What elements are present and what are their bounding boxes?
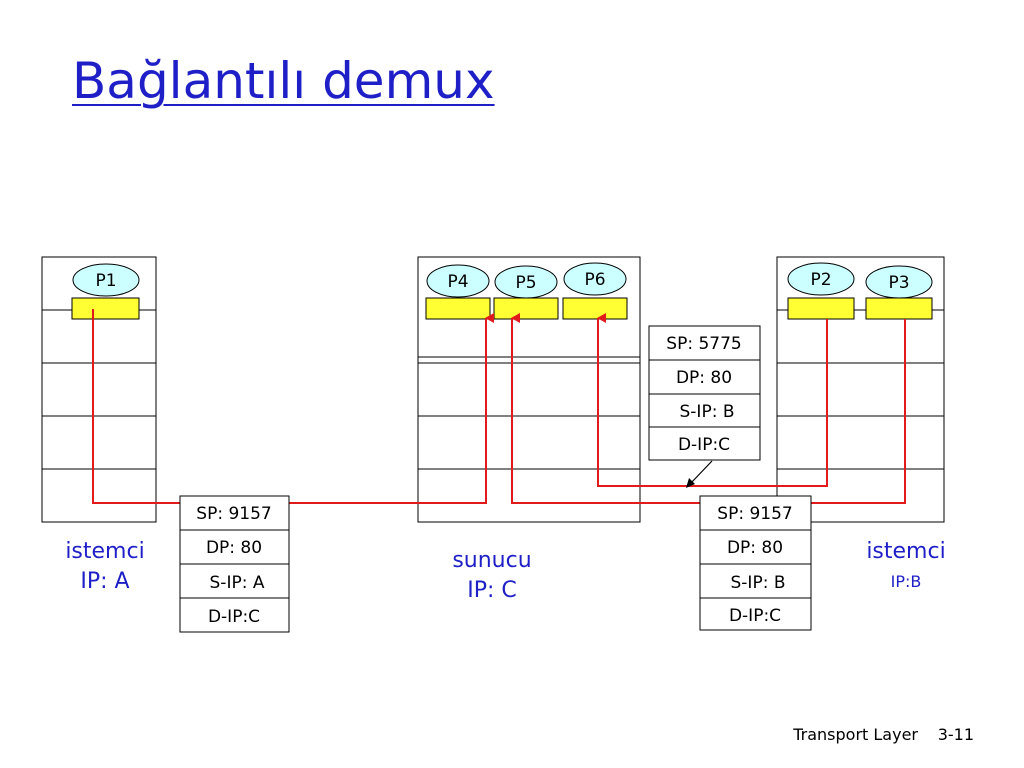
host-a-ip: IP: A xyxy=(80,569,130,594)
segment-a-sp: SP: 9157 xyxy=(196,504,271,524)
process-p4-label: P4 xyxy=(447,272,468,292)
segment-b2-sp: SP: 5775 xyxy=(666,334,741,354)
host-a-name: istemci xyxy=(65,539,145,564)
process-p5 xyxy=(494,265,558,299)
segment-b3-dip: D-IP:C xyxy=(729,606,781,626)
host-b-name: istemci xyxy=(866,539,946,564)
process-p6-label: P6 xyxy=(584,270,605,290)
segment-b2-dp: DP: 80 xyxy=(676,368,732,388)
process-p1-label: P1 xyxy=(95,271,116,291)
segment-a-dip: D-IP:C xyxy=(208,607,260,627)
process-p4 xyxy=(426,264,490,298)
segment-from-b-p2: SP: 5775 DP: 80 S-IP: B D-IP:C xyxy=(648,325,761,461)
socket-p4 xyxy=(425,297,491,320)
host-b-stack xyxy=(776,256,945,523)
segment-a-sip: S-IP: A xyxy=(210,573,265,593)
process-p2-label: P2 xyxy=(810,270,831,290)
slide-title: Bağlantılı demux xyxy=(72,52,495,110)
segment-pointer xyxy=(689,460,713,485)
socket-p6 xyxy=(562,297,628,320)
server-ip: IP: C xyxy=(467,578,517,603)
socket-p2 xyxy=(787,297,855,320)
server-name: sunucu xyxy=(452,548,532,573)
process-p6 xyxy=(563,262,627,296)
segment-b2-dip: D-IP:C xyxy=(678,435,730,455)
segment-from-a: SP: 9157 DP: 80 S-IP: A D-IP:C xyxy=(179,495,290,633)
segment-b3-sp: SP: 9157 xyxy=(717,504,792,524)
process-p5-label: P5 xyxy=(515,273,536,293)
segment-a-dp: DP: 80 xyxy=(206,538,262,558)
process-p1 xyxy=(72,263,140,297)
segment-b3-dp: DP: 80 xyxy=(727,538,783,558)
host-b-label: istemci IP:B xyxy=(851,537,961,597)
process-p3-label: P3 xyxy=(888,273,909,293)
host-a-stack xyxy=(41,256,157,523)
process-p2 xyxy=(787,262,855,296)
segment-b2-sip: S-IP: B xyxy=(680,402,735,422)
socket-p1 xyxy=(71,297,140,320)
host-a-label: istemci IP: A xyxy=(50,537,160,597)
footer-page-number: 3-11 xyxy=(937,725,974,744)
footer-text: Transport Layer xyxy=(793,725,918,744)
socket-p5 xyxy=(493,297,559,320)
process-p3 xyxy=(865,265,933,299)
host-b-ip: IP:B xyxy=(890,572,922,591)
path-p2-to-p6 xyxy=(597,313,828,487)
segment-from-b-p3: SP: 9157 DP: 80 S-IP: B D-IP:C xyxy=(699,495,812,631)
server-label: sunucu IP: C xyxy=(437,546,547,606)
sockets xyxy=(71,297,933,320)
segment-b3-sip: S-IP: B xyxy=(731,573,786,593)
socket-p3 xyxy=(865,297,933,320)
